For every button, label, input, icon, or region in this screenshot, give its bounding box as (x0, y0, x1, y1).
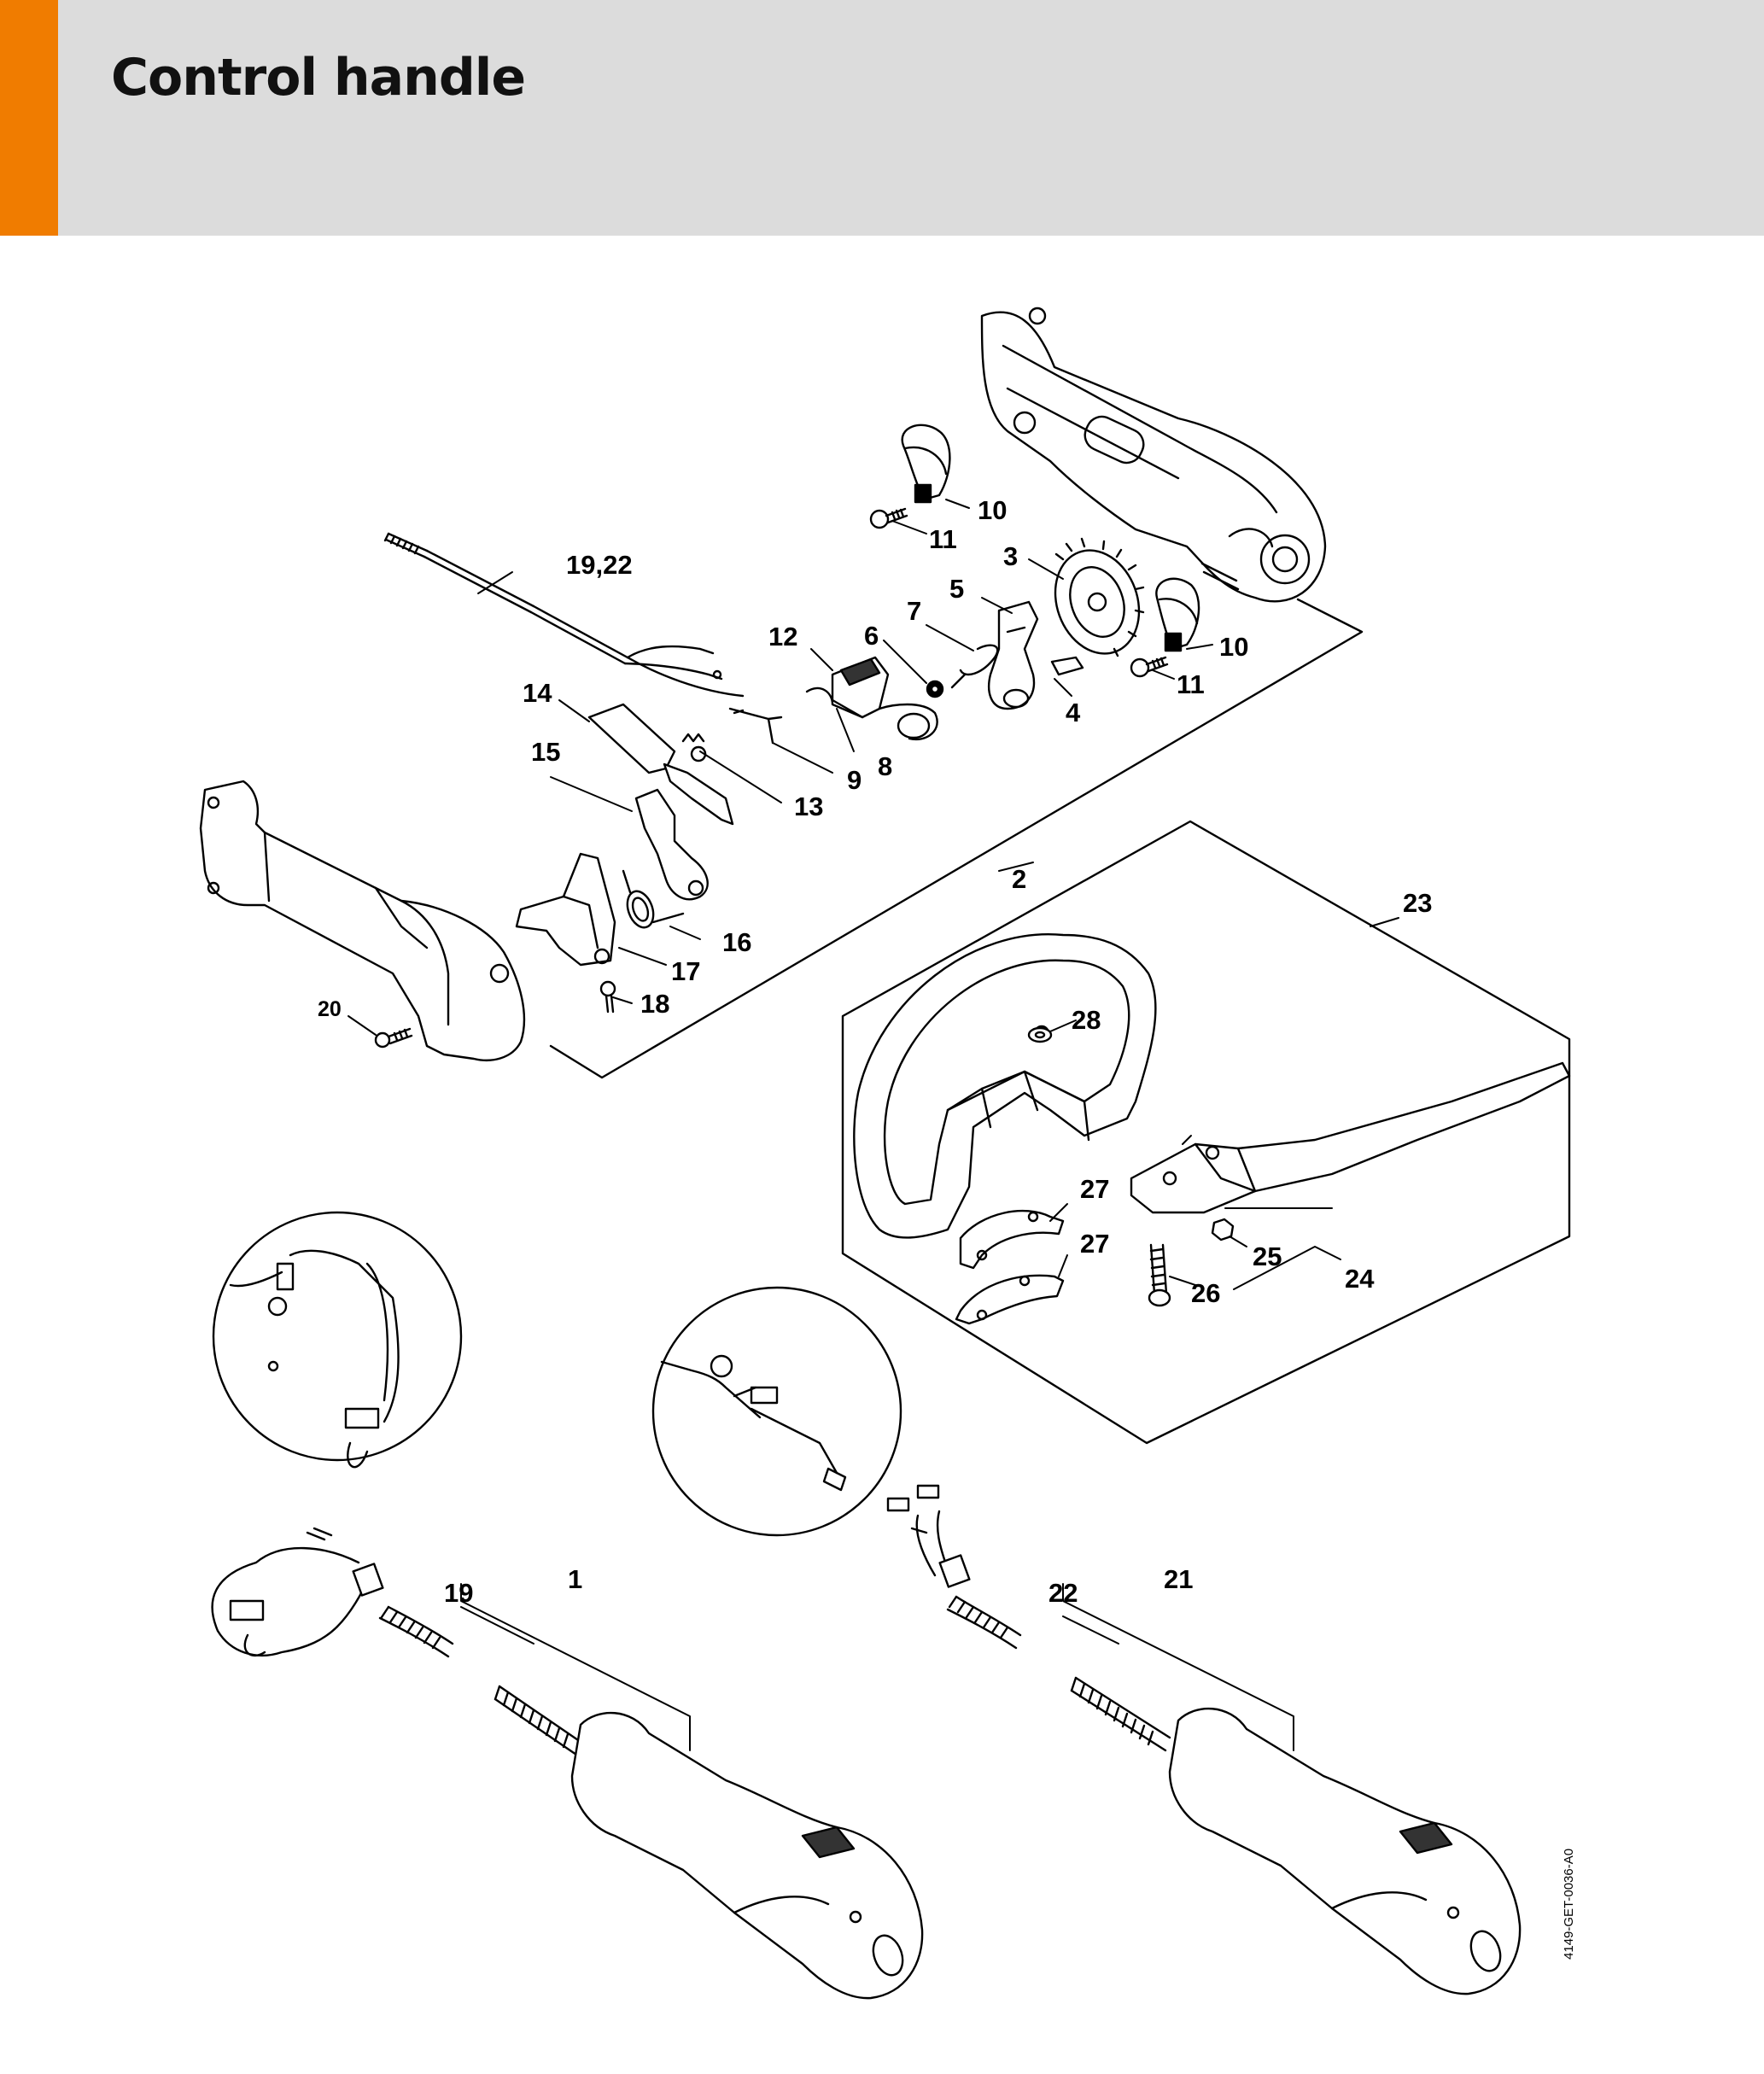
callout-5: 5 (949, 574, 964, 604)
callout-24: 24 (1345, 1264, 1375, 1294)
callout-19-22: 19,22 (566, 550, 633, 580)
callout-12: 12 (768, 622, 797, 651)
callout-26: 26 (1191, 1278, 1220, 1308)
detail-circle-right (651, 1286, 902, 1537)
lever-part-5 (988, 600, 1039, 710)
handle-housing-part (980, 307, 1327, 603)
callout-10a: 10 (978, 495, 1007, 525)
screw-11-lower (1130, 656, 1169, 678)
callout-2: 2 (1012, 864, 1026, 894)
callout-28: 28 (1072, 1005, 1101, 1035)
callout-11a: 11 (929, 524, 957, 554)
callout-27a: 27 (1080, 1174, 1109, 1204)
accent-bar (0, 0, 58, 236)
clip-part-4 (1050, 656, 1084, 676)
callout-11b: 11 (1177, 669, 1205, 699)
callout-21: 21 (1164, 1564, 1193, 1594)
callout-16: 16 (722, 927, 751, 957)
callout-8: 8 (878, 751, 892, 781)
screw-part-18 (599, 980, 616, 1014)
callout-labels: 1 2 3 4 5 6 7 8 9 10 10 11 11 12 13 14 1… (318, 495, 1576, 1960)
callout-7: 7 (907, 596, 921, 626)
grip-housing-part (199, 780, 526, 1061)
screw-11-upper (869, 507, 908, 529)
bolt-part-26 (1148, 1243, 1171, 1307)
clamp-lower (1155, 577, 1200, 652)
trigger-part-14 (587, 703, 734, 826)
washer-part-28 (1027, 1026, 1053, 1043)
screw-part-20 (374, 1027, 413, 1049)
callout-9: 9 (847, 765, 862, 795)
switch-housing-part-12 (831, 656, 938, 741)
wheel-part (1054, 537, 1145, 657)
callout-27b: 27 (1080, 1229, 1109, 1259)
callout-17: 17 (671, 956, 700, 986)
callout-20: 20 (318, 997, 342, 1021)
callout-18: 18 (640, 989, 669, 1019)
callout-13: 13 (794, 792, 823, 821)
callout-3: 3 (1003, 541, 1018, 571)
callout-1: 1 (568, 1564, 582, 1594)
callout-6: 6 (864, 621, 879, 651)
grip-bar-part (1130, 1061, 1571, 1214)
assembly-23-box (841, 820, 1571, 1445)
callout-4: 4 (1066, 698, 1081, 727)
spring-part-13 (681, 733, 707, 762)
clamp-half-upper (959, 1209, 1065, 1270)
complete-handle-right (886, 1484, 1522, 1995)
contact-part-9 (728, 707, 783, 745)
spring-part-7 (950, 644, 999, 689)
complete-handle-left (211, 1527, 924, 2000)
lever-part-15 (634, 788, 709, 901)
figure-code: 4149-GET-0036-A0 (1562, 1849, 1576, 1960)
callout-25: 25 (1253, 1241, 1282, 1271)
callout-15: 15 (531, 737, 560, 767)
callout-22: 22 (1048, 1578, 1078, 1608)
screw-part-6 (926, 680, 944, 698)
lock-part-17 (515, 852, 616, 967)
detail-circle-left (212, 1211, 463, 1469)
assembly-2-bracket (549, 598, 1364, 1079)
exploded-parts-diagram: 1 2 3 4 5 6 7 8 9 10 10 11 11 12 13 14 1… (0, 236, 1764, 2070)
loop-handle-part (853, 933, 1157, 1239)
callout-10b: 10 (1219, 632, 1248, 662)
clamp-half-lower (955, 1274, 1065, 1325)
spring-part-8 (805, 686, 864, 719)
leader-lines (348, 499, 1399, 1751)
callout-23: 23 (1403, 888, 1432, 918)
page-header: Control handle (0, 0, 1764, 236)
throttle-rod-part (383, 532, 745, 698)
callout-19: 19 (444, 1578, 473, 1608)
spring-part-16 (622, 869, 685, 929)
clamp-upper (901, 424, 951, 504)
nut-part-25 (1211, 1218, 1235, 1241)
page-title: Control handle (111, 48, 526, 108)
callout-14: 14 (523, 678, 552, 708)
